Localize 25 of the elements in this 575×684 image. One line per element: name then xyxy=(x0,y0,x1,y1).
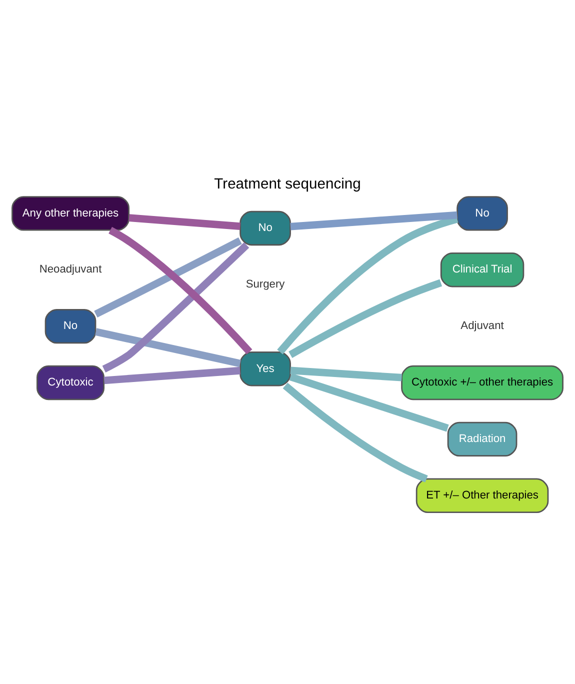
connector xyxy=(128,214,240,230)
connector xyxy=(108,226,252,354)
node-box: ET +/– Other therapies xyxy=(416,478,549,512)
diagram-title: Treatment sequencing xyxy=(214,176,361,192)
node-box: Cytotoxic +/– other therapies xyxy=(401,364,564,400)
connector xyxy=(288,278,442,358)
node-box: No xyxy=(240,210,291,246)
connector xyxy=(290,210,458,230)
node-box: No xyxy=(456,196,508,230)
node-box: Radiation xyxy=(447,421,518,456)
node-box: Cytotoxic xyxy=(36,364,105,400)
label: Neoadjuvant xyxy=(39,263,102,276)
node-box: Any other therapies xyxy=(12,196,130,230)
connector xyxy=(95,328,241,367)
node-box: No xyxy=(44,308,96,344)
connector xyxy=(289,372,449,432)
connector xyxy=(102,242,250,372)
connector xyxy=(94,236,242,318)
node-box: Yes xyxy=(240,351,291,386)
label: Adjuvant xyxy=(460,320,504,332)
connector xyxy=(282,382,428,482)
connector xyxy=(104,366,240,384)
label: Surgery xyxy=(246,278,285,290)
node-box: Clinical Trial xyxy=(440,252,524,287)
connector xyxy=(290,366,402,381)
